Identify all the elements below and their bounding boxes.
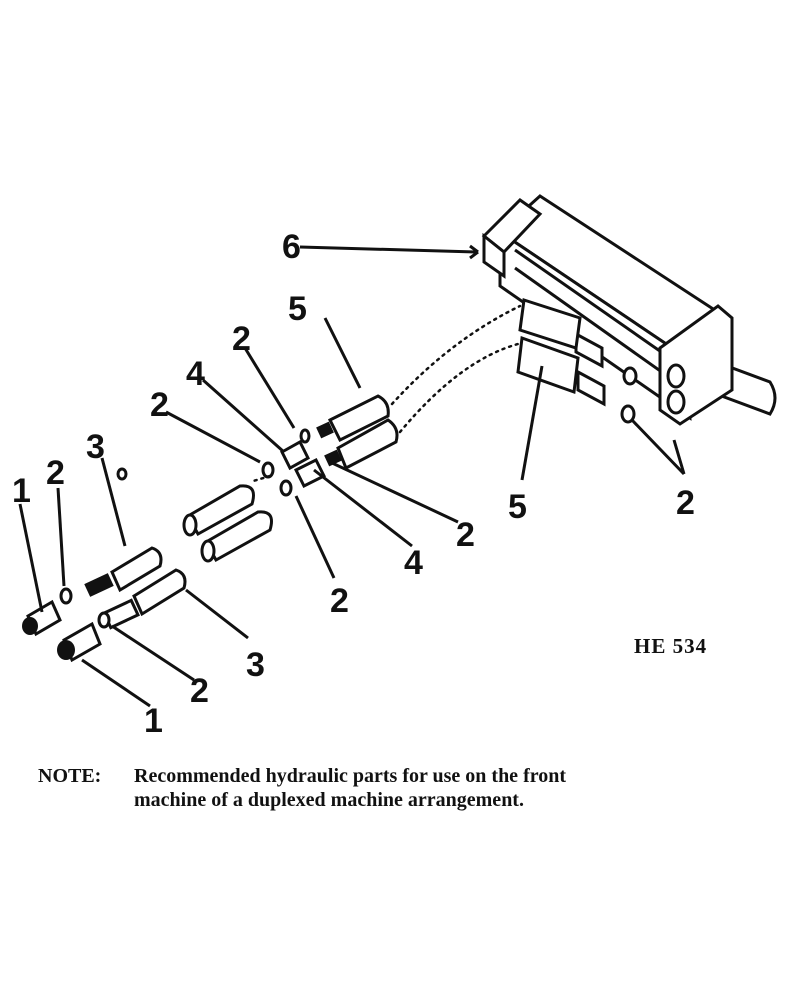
callout-4: 4	[404, 544, 423, 582]
note-label: NOTE:	[38, 765, 102, 787]
callout-2: 2	[46, 454, 65, 492]
hose-coupler-middle	[261, 394, 399, 497]
callout-5: 5	[288, 290, 307, 328]
callout-2: 2	[232, 320, 251, 358]
callout-3: 3	[86, 428, 105, 466]
hose-routing-dotted	[248, 474, 272, 484]
callout-2: 2	[150, 386, 169, 424]
coupler-part-3	[84, 467, 187, 630]
fitting-part-1	[22, 587, 111, 663]
callout-1: 1	[12, 472, 31, 510]
note-line-1: Recommended hydraulic parts for use on t…	[134, 765, 567, 787]
hose-assembly-right	[516, 298, 582, 395]
callout-3: 3	[246, 646, 265, 684]
note-text: Recommended hydraulic parts for use on t…	[134, 764, 734, 812]
callout-5: 5	[508, 488, 527, 526]
callout-6: 6	[282, 228, 301, 266]
hose-routing-dotted	[390, 304, 522, 406]
figure-note: NOTE: Recommended hydraulic parts for use…	[38, 764, 758, 812]
note-line-2: machine of a duplexed machine arrangemen…	[134, 789, 524, 811]
callout-numbers: 1 2 3 2 4 2 5 6 2 4 2 5 2 3 2 1	[12, 228, 695, 740]
hose-routing-dotted	[398, 342, 520, 434]
callout-1: 1	[144, 702, 163, 740]
callout-2: 2	[456, 516, 475, 554]
callout-2: 2	[330, 582, 349, 620]
leader-lines	[18, 244, 686, 708]
callout-4: 4	[186, 355, 205, 393]
hydraulic-cylinder	[481, 194, 777, 426]
callout-2: 2	[190, 672, 209, 710]
hose-coupler-center	[182, 484, 273, 563]
callout-2: 2	[676, 484, 695, 522]
figure-reference-code: HE 534	[634, 634, 708, 658]
